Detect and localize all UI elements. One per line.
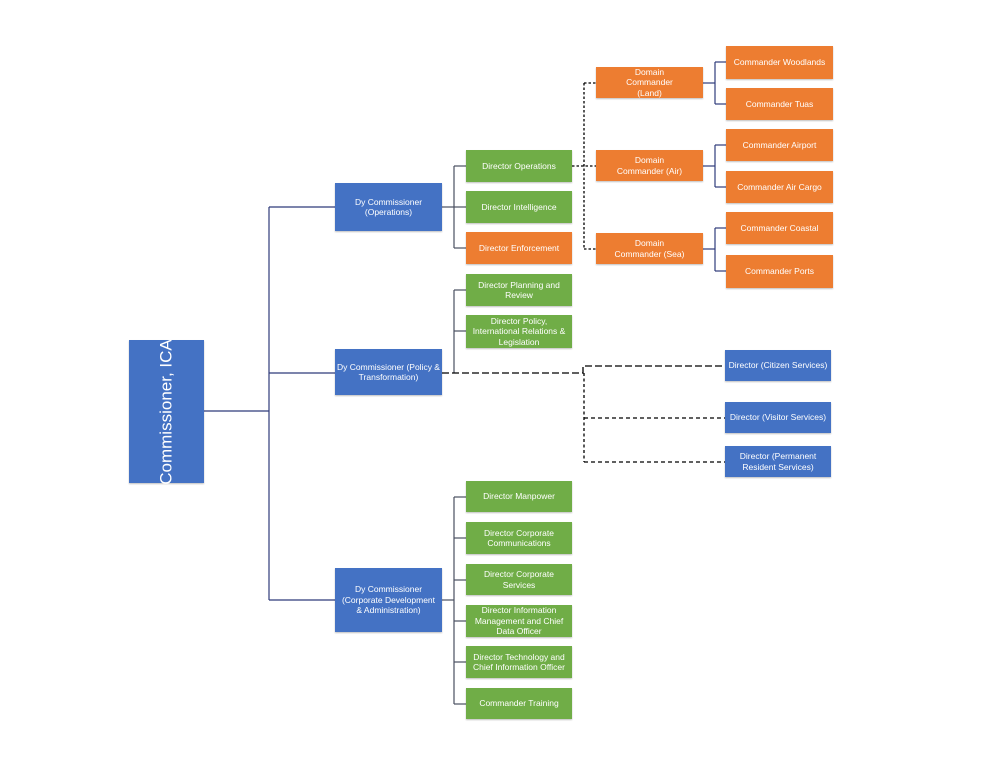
box-cmdr-woodlands-label: Commander Woodlands [733,57,826,68]
box-dir-intel: Director Intelligence [466,191,572,223]
box-dir-policy: Director Policy, International Relations… [466,315,572,348]
box-dir-pr-label: Director (Permanent Resident Services) [739,451,817,472]
box-dir-planning: Director Planning and Review [466,274,572,306]
box-cmdr-coastal: Commander Coastal [726,212,833,244]
box-dir-corpcomms: Director Corporate Communications [466,522,572,554]
box-dir-enf: Director Enforcement [466,232,572,264]
box-dir-corpserv-label: Director Corporate Services [484,569,554,590]
box-cmdr-airport-label: Commander Airport [742,139,817,150]
box-dy-corp: Dy Commissioner (Corporate Development &… [335,568,442,632]
box-cmdr-woodlands: Commander Woodlands [726,46,833,79]
box-cmdr-coastal-label: Commander Coastal [740,222,819,233]
box-dir-im-label: Director Information Management and Chie… [474,605,564,637]
dashed-policy-to-services [442,365,725,374]
box-dir-ops: Director Operations [466,150,572,182]
box-cmdr-aircargo-label: Commander Air Cargo [737,181,822,192]
box-cmdr-tuas-label: Commander Tuas [745,98,814,109]
box-dy-policy-label: Dy Commissioner (Policy & Transformation… [337,361,440,383]
box-dir-pr: Director (Permanent Resident Services) [725,446,831,477]
box-cmdr-airport: Commander Airport [726,129,833,161]
box-dir-corpserv: Director Corporate Services [466,564,572,595]
box-commissioner: Commissioner, ICA [129,338,204,485]
box-dir-tech: Director Technology and Chief Informatio… [466,646,572,678]
box-dir-im: Director Information Management and Chie… [466,605,572,637]
box-dy-ops: Dy Commissioner (Operations) [335,183,442,231]
box-dir-manpower-label: Director Manpower [483,491,555,502]
box-dir-citizen-label: Director (Citizen Services) [728,360,828,371]
box-dir-planning-label: Director Planning and Review [478,279,560,301]
box-dir-citizen: Director (Citizen Services) [725,350,831,381]
box-dir-visitor: Director (Visitor Services) [725,402,831,433]
box-dc-land-label: Domain Commander (Land) [626,66,673,98]
box-dc-air: Domain Commander (Air) [596,150,703,181]
box-dir-ops-label: Director Operations [482,160,556,171]
box-dir-visitor-label: Director (Visitor Services) [729,412,827,423]
box-dir-intel-label: Director Intelligence [481,201,557,212]
box-cmdr-ports: Commander Ports [726,255,833,288]
box-dir-manpower: Director Manpower [466,481,572,512]
box-dir-corpcomms-label: Director Corporate Communications [484,527,554,549]
box-dir-enf-label: Director Enforcement [478,242,560,253]
box-dy-policy: Dy Commissioner (Policy & Transformation… [335,349,442,395]
box-cmdr-aircargo: Commander Air Cargo [726,171,833,203]
box-cmdr-training: Commander Training [466,688,572,719]
box-dc-sea: Domain Commander (Sea) [596,233,703,264]
box-dy-corp-label: Dy Commissioner (Corporate Development &… [341,584,436,616]
box-dc-sea-label: Domain Commander (Sea) [614,238,685,259]
box-dir-policy-label: Director Policy, International Relations… [472,315,566,347]
box-cmdr-tuas: Commander Tuas [726,88,833,120]
box-commissioner-label: Commissioner, ICA [156,338,176,485]
box-cmdr-ports-label: Commander Ports [745,266,814,277]
box-dir-tech-label: Director Technology and Chief Informatio… [473,651,565,673]
box-dc-air-label: Domain Commander (Air) [616,155,683,176]
box-dy-ops-label: Dy Commissioner (Operations) [354,196,423,218]
box-dc-land: Domain Commander (Land) [596,67,703,98]
box-cmdr-training-label: Commander Training [479,698,559,709]
